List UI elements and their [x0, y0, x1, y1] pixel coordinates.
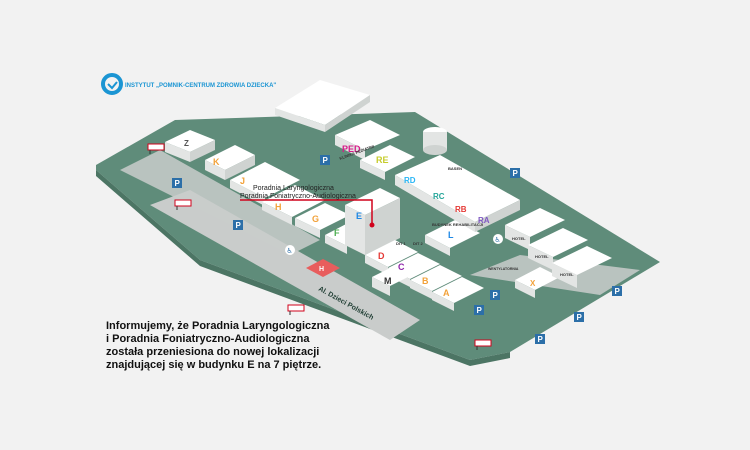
svg-text:♿: ♿ [287, 247, 293, 255]
helipad: H [306, 259, 340, 277]
institute-logo: INSTYTUT „POMNIK-CENTRUM ZDROWIA DZIECKA… [101, 73, 276, 95]
target-marker [369, 222, 375, 228]
building-g-letter: G [312, 214, 319, 224]
building-ra-letter: RA [478, 216, 490, 225]
building-re-letter: RE [376, 155, 389, 165]
parking-icon: P [474, 305, 484, 315]
building-e-letter: E [356, 211, 362, 221]
building-a-letter: A [443, 288, 450, 298]
building-x-letter: X [530, 279, 536, 288]
building-m-letter: M [384, 276, 392, 286]
building-k: K [205, 145, 255, 180]
parking-icon: P [320, 155, 330, 165]
callout-line1: Poradnia Laryngologiczna [253, 185, 334, 192]
building-c-letter: C [398, 262, 405, 272]
notice-line1: Informujemy, że Poradnia Laryngologiczna [106, 320, 330, 332]
building-g: G [295, 203, 350, 238]
svg-text:P: P [513, 169, 519, 178]
gate-marker-icon [147, 143, 165, 154]
hotel2-label: HOTEL [535, 254, 549, 259]
notice-line4: znajdującej się w budynku E na 7 piętrze… [106, 359, 322, 371]
helipad-label: H [319, 266, 324, 273]
building-m: M [372, 267, 410, 296]
parking-icon: P [612, 286, 622, 296]
wentyl-label: WENTYLATORNIA [488, 267, 519, 271]
svg-text:P: P [175, 179, 181, 188]
building-d: D [365, 240, 418, 275]
main-road [150, 190, 420, 340]
svg-text:P: P [323, 156, 329, 165]
parking-icon: P [510, 168, 520, 178]
building-rb-letter: RB [455, 205, 467, 214]
building-f-letter: F [334, 228, 340, 238]
hotels: HOTEL HOTEL HOTEL [505, 208, 612, 288]
building-h-letter: H [275, 202, 282, 212]
gate-markers [147, 143, 492, 350]
building-l-letter: L [448, 230, 454, 240]
building-k-letter: K [213, 157, 220, 167]
dit1-label: DIT 1 [396, 241, 407, 246]
notice-line3: została przeniesiona do nowej lokalizacj… [106, 346, 320, 358]
parking-icon: P [233, 220, 243, 230]
internal-road [120, 150, 320, 255]
gate-marker-icon [474, 339, 492, 350]
building-rd-letter: RD [404, 176, 416, 185]
svg-text:P: P [615, 287, 621, 296]
building-h: H [262, 185, 325, 225]
gate-marker-icon [174, 199, 192, 210]
wheelchair-icon: ♿ [285, 245, 295, 255]
gate-marker-icon [287, 304, 305, 315]
parking-icon: P [535, 334, 545, 344]
svg-text:P: P [538, 335, 544, 344]
svg-text:P: P [577, 313, 583, 322]
rehab-complex: RD RC RB RA BASEN BUDYNEK REHABILITACJI [395, 155, 520, 232]
hotel3-label: HOTEL [560, 272, 574, 277]
parking-icon: P [172, 178, 182, 188]
svg-text:P: P [477, 306, 483, 315]
logo-text: INSTYTUT „POMNIK-CENTRUM ZDROWIA DZIECKA… [125, 83, 276, 89]
dit2-label: DIT 2 [413, 241, 424, 246]
building-re: RE [360, 145, 415, 180]
building-rc-letter: RC [433, 192, 445, 201]
wheelchair-icon-2: ♿ [493, 234, 503, 244]
building-a: A [432, 277, 484, 311]
svg-text:P: P [236, 221, 242, 230]
callout-line2: Poradnia Foniatryczno-Audiologiczna [240, 193, 356, 200]
water-tower [423, 127, 447, 155]
notice-line2: i Poradnia Foniatryczno-Audiologiczna [106, 333, 310, 345]
building-d-letter: D [378, 251, 385, 261]
parking-icon: P [490, 290, 500, 300]
parking-icon: P [574, 312, 584, 322]
building-j-letter: J [240, 176, 245, 186]
svg-text:P: P [493, 291, 499, 300]
building-ped-letter: PED [342, 144, 361, 154]
baseny-label: BASEN [448, 166, 462, 171]
building-z: Z [165, 130, 215, 162]
building-b-letter: B [422, 276, 429, 286]
rehab-label: BUDYNEK REHABILITACJI [432, 222, 483, 227]
building-z-letter: Z [184, 139, 189, 148]
building-north [275, 80, 370, 132]
hotel1-label: HOTEL [512, 236, 526, 241]
relocation-notice: Informujemy, że Poradnia Laryngologiczna… [106, 320, 376, 372]
building-b: B [410, 265, 462, 299]
building-l: L [425, 220, 480, 256]
callout-line [240, 199, 373, 223]
parking-signs: P P P P P P P P P [172, 155, 622, 344]
svg-text:♿: ♿ [495, 236, 501, 244]
building-x: X [515, 267, 560, 298]
